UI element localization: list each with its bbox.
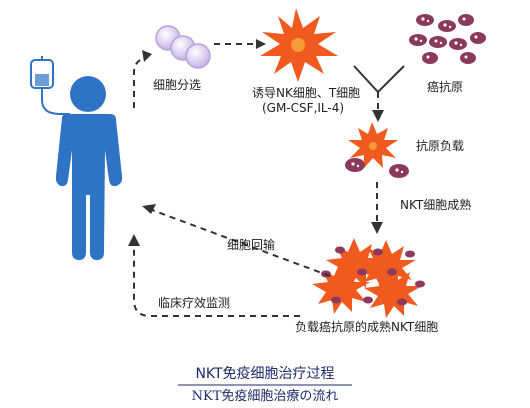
- label-cell-return: 细胞回输: [227, 237, 275, 252]
- title-main: NKT免疫细胞治疗过程: [195, 366, 334, 382]
- cancer-antigen-icon: [409, 14, 486, 64]
- label-nkt-mature: NKT细胞成熟: [400, 197, 471, 212]
- separated-cells-icon: [155, 25, 211, 69]
- arrow-cell-return: [142, 204, 331, 277]
- label-clinical-monitor: 临床疗效监测: [158, 295, 230, 310]
- label-loaded-cells: 负载癌抗原的成熟NKT细胞: [295, 319, 438, 334]
- induced-nk-t-cell-icon: [260, 8, 338, 82]
- antigen-loading-icon: [345, 122, 409, 178]
- label-induce-line1: 诱导NK细胞、T细胞: [252, 86, 360, 100]
- label-cell-separation: 细胞分选: [153, 78, 201, 92]
- patient-figure-icon: [55, 76, 123, 260]
- mature-nkt-cells-icon: [312, 238, 425, 318]
- label-cancer-antigen: 癌抗原: [427, 79, 463, 94]
- title-sub: NKT免疫細胞治療の流れ: [192, 388, 339, 404]
- arrow-to-cell-separation: [133, 50, 152, 108]
- merge-connector: [353, 65, 405, 122]
- arrow-clinical-monitoring: [128, 234, 300, 317]
- arrow-to-induction: [214, 39, 266, 49]
- label-induce-line2: (GM-CSF,IL-4): [262, 101, 344, 115]
- arrow-to-maturation: [371, 182, 383, 234]
- label-antigen-load: 抗原负载: [416, 138, 464, 153]
- iv-drip-icon: [30, 56, 70, 115]
